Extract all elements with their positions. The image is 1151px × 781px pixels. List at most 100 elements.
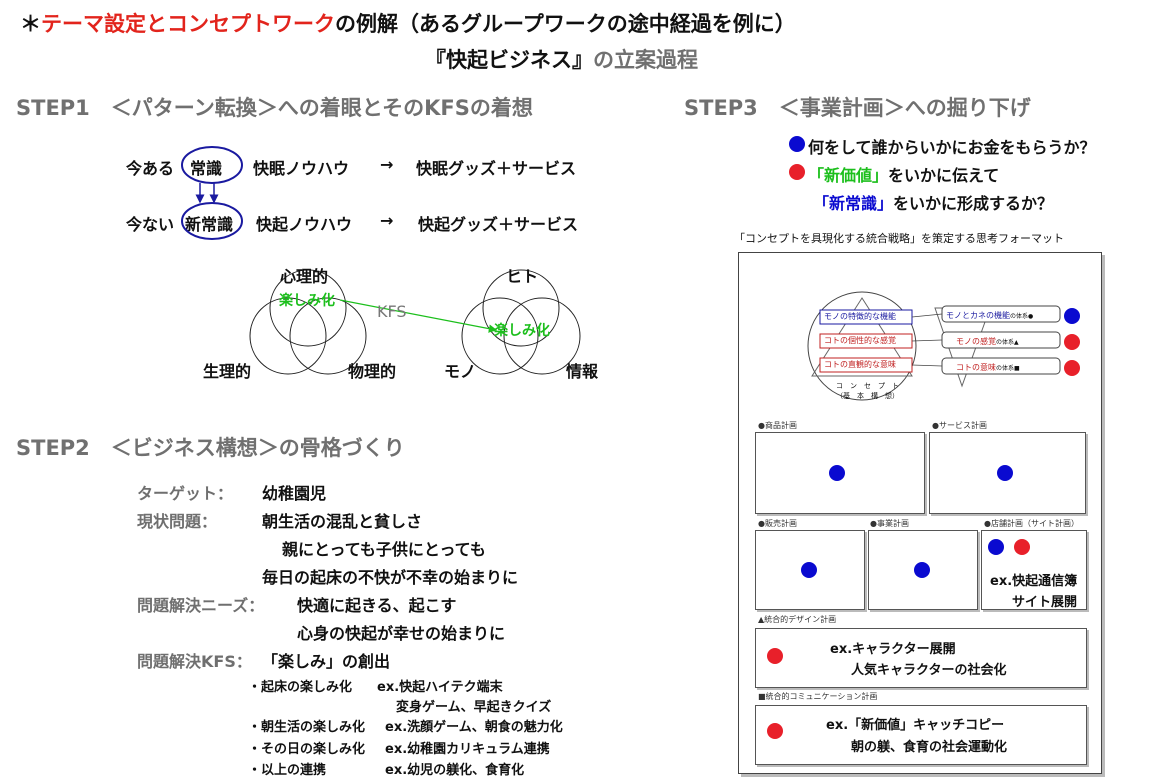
target-label: ターゲット： [137, 484, 234, 503]
kfs-label: KFS [377, 302, 407, 321]
concept-row1-right-main: モノとカネの機能 [946, 311, 1010, 320]
bullet-5-left: ・以上の連携 [248, 763, 327, 778]
design-dot [767, 648, 783, 664]
step1-row2-result: 快起グッズ＋サービス [418, 215, 579, 234]
bullet-1-left: ・起床の楽しみ化 [248, 680, 353, 695]
concept-row2-left: コトの個性的な感覚 [824, 336, 896, 345]
comm-text-2: 朝の躾、食育の社会運動化 [851, 740, 1008, 755]
comm-dot [767, 723, 783, 739]
design-text-1: ex.キャラクター展開 [830, 642, 956, 657]
title-mark: ＊ [20, 12, 41, 36]
store-text-2: サイト展開 [1012, 595, 1078, 610]
section-comm-label: ■統合的コミュニケーション計画 [758, 692, 878, 701]
venn-right-top [482, 269, 560, 347]
concept-row2-right-main: モノの感覚 [956, 337, 996, 346]
target-value: 幼稚園児 [262, 484, 327, 503]
q3-quote: 「新常識」 [813, 194, 894, 213]
venn-left-top-label: 心理的 [280, 267, 329, 286]
circle-shinjoshiki [181, 202, 243, 240]
concept-row1-right: モノとカネの機能の体系● [946, 310, 1033, 321]
concept-row2-dot [1064, 334, 1080, 350]
step1-row1-arrow: → [380, 155, 394, 174]
venn-left-top [269, 269, 347, 347]
product-dot [829, 465, 845, 481]
section-comm-box [755, 705, 1087, 765]
venn-right-top-label: ヒト [506, 267, 539, 286]
comm-text-1: ex.「新価値」キャッチコピー [826, 718, 1005, 733]
step1-row1-result: 快眠グッズ＋サービス [416, 159, 577, 178]
section-design-box [755, 628, 1087, 688]
sales-dot [801, 562, 817, 578]
needs-line-1: 快適に起きる、起こす [297, 596, 457, 615]
concept-row1-dot [1064, 308, 1080, 324]
step1-row1-know: 快眠ノウハウ [253, 159, 350, 178]
concept-row3-right-main: コトの意味 [956, 363, 996, 372]
step2-heading: STEP2 ＜ビジネス構想＞の骨格づくり [16, 436, 405, 460]
step1-diagram [181, 146, 581, 375]
circle-joshiki [181, 146, 243, 184]
step1-row2-know: 快起ノウハウ [256, 215, 353, 234]
bullet-2-right: 変身ゲーム、早起きクイズ [396, 700, 552, 715]
problem-line-2: 親にとっても子供にとっても [282, 540, 486, 559]
q3-text: 「新常識」をいかに形成するか？ [813, 190, 1053, 214]
concept-row3-right: コトの意味の体系■ [956, 362, 1020, 373]
venn-left-center-label: 楽しみ化 [279, 293, 335, 309]
section-service-label: ●サービス計画 [932, 421, 987, 430]
title-highlight: テーマ設定とコンセプトワーク [41, 12, 335, 36]
concept-row3-dot [1064, 360, 1080, 376]
subtitle-rest: の立案過程 [593, 48, 698, 72]
venn-right-right-label: 情報 [566, 362, 599, 381]
concept-row2-right: モノの感覚の体系▲ [956, 336, 1019, 347]
q2-text: 「新価値」をいかに伝えて [808, 162, 999, 186]
business-dot [914, 562, 930, 578]
venn-right-center-label: 楽しみ化 [494, 323, 550, 339]
q2-quote: 「新価値」 [808, 166, 889, 185]
page-title: ＊テーマ設定とコンセプトワークの例解（あるグループワークの途中経過を例に） [20, 8, 796, 38]
q1-text: 何をして誰からいかにお金をもらうか？ [808, 138, 1096, 157]
q2-rest: をいかに伝えて [888, 166, 1000, 185]
format-title: 「コンセプトを具現化する統合戦略」を策定する思考フォーマット [734, 232, 1064, 245]
problem-label: 現状問題： [137, 512, 218, 531]
concept-row3-suffix: の体系■ [996, 365, 1020, 372]
format-frame [738, 252, 1102, 774]
section-business-label: ●事業計画 [870, 519, 909, 528]
section-product-label: ●商品計画 [758, 421, 797, 430]
venn-left-right-label: 物理的 [348, 362, 397, 381]
step1-row1-prefix: 今ある [126, 159, 175, 178]
needs-label: 問題解決ニーズ： [137, 596, 265, 615]
q3-rest: をいかに形成するか？ [893, 194, 1054, 213]
venn-left-right [289, 297, 367, 375]
kfs-label-2: 問題解決KFS： [137, 652, 252, 671]
concept-row2-suffix: の体系▲ [996, 339, 1019, 346]
store-dot-blue [988, 539, 1004, 555]
step1-row2-arrow: → [380, 211, 394, 230]
page-subtitle: 『快起ビジネス』の立案過程 [425, 44, 698, 74]
kfs-value: 「楽しみ」の創出 [262, 652, 391, 671]
venn-right-left-label: モノ [444, 362, 477, 381]
needs-line-2: 心身の快起が幸せの始まりに [297, 624, 506, 643]
concept-core-1: コ ン セ プ ト [836, 382, 899, 390]
title-rest: の例解（あるグループワークの途中経過を例に） [335, 12, 796, 36]
venn-right-left [461, 297, 539, 375]
section-store-label: ●店舗計画（サイト計画） [984, 519, 1079, 528]
section-sales-label: ●販売計画 [758, 519, 797, 528]
subtitle-main: 『快起ビジネス』 [425, 48, 593, 72]
concept-diagram [807, 291, 1061, 401]
q1-bullet-icon [789, 136, 805, 152]
step1-heading: STEP1 ＜パターン転換＞への着眼とそのKFSの着想 [16, 96, 533, 120]
section-design-label: ▲統合的デザイン計画 [758, 615, 837, 624]
bullet-4-left: ・その日の楽しみ化 [248, 742, 366, 757]
concept-row1-suffix: の体系● [1010, 313, 1034, 320]
step3-heading: STEP3 ＜事業計画＞への掘り下げ [684, 96, 1031, 120]
venn-left-left [249, 297, 327, 375]
bullet-5-right: ex.幼児の躾化、食育化 [385, 763, 525, 778]
q2-bullet-icon [789, 164, 805, 180]
problem-line-1: 朝生活の混乱と貧しさ [262, 512, 423, 531]
bullet-3-right: ex.洗顔ゲーム、朝食の魅力化 [385, 720, 563, 735]
store-dot-red [1014, 539, 1030, 555]
store-text-1: ex.快起通信簿 [990, 574, 1078, 589]
step1-row2-circled: 新常識 [185, 215, 234, 234]
venn-right-right [503, 297, 581, 375]
bullet-4-right: ex.幼稚園カリキュラム連携 [385, 742, 550, 757]
bullet-1-right: ex.快起ハイテク端末 [377, 680, 503, 695]
